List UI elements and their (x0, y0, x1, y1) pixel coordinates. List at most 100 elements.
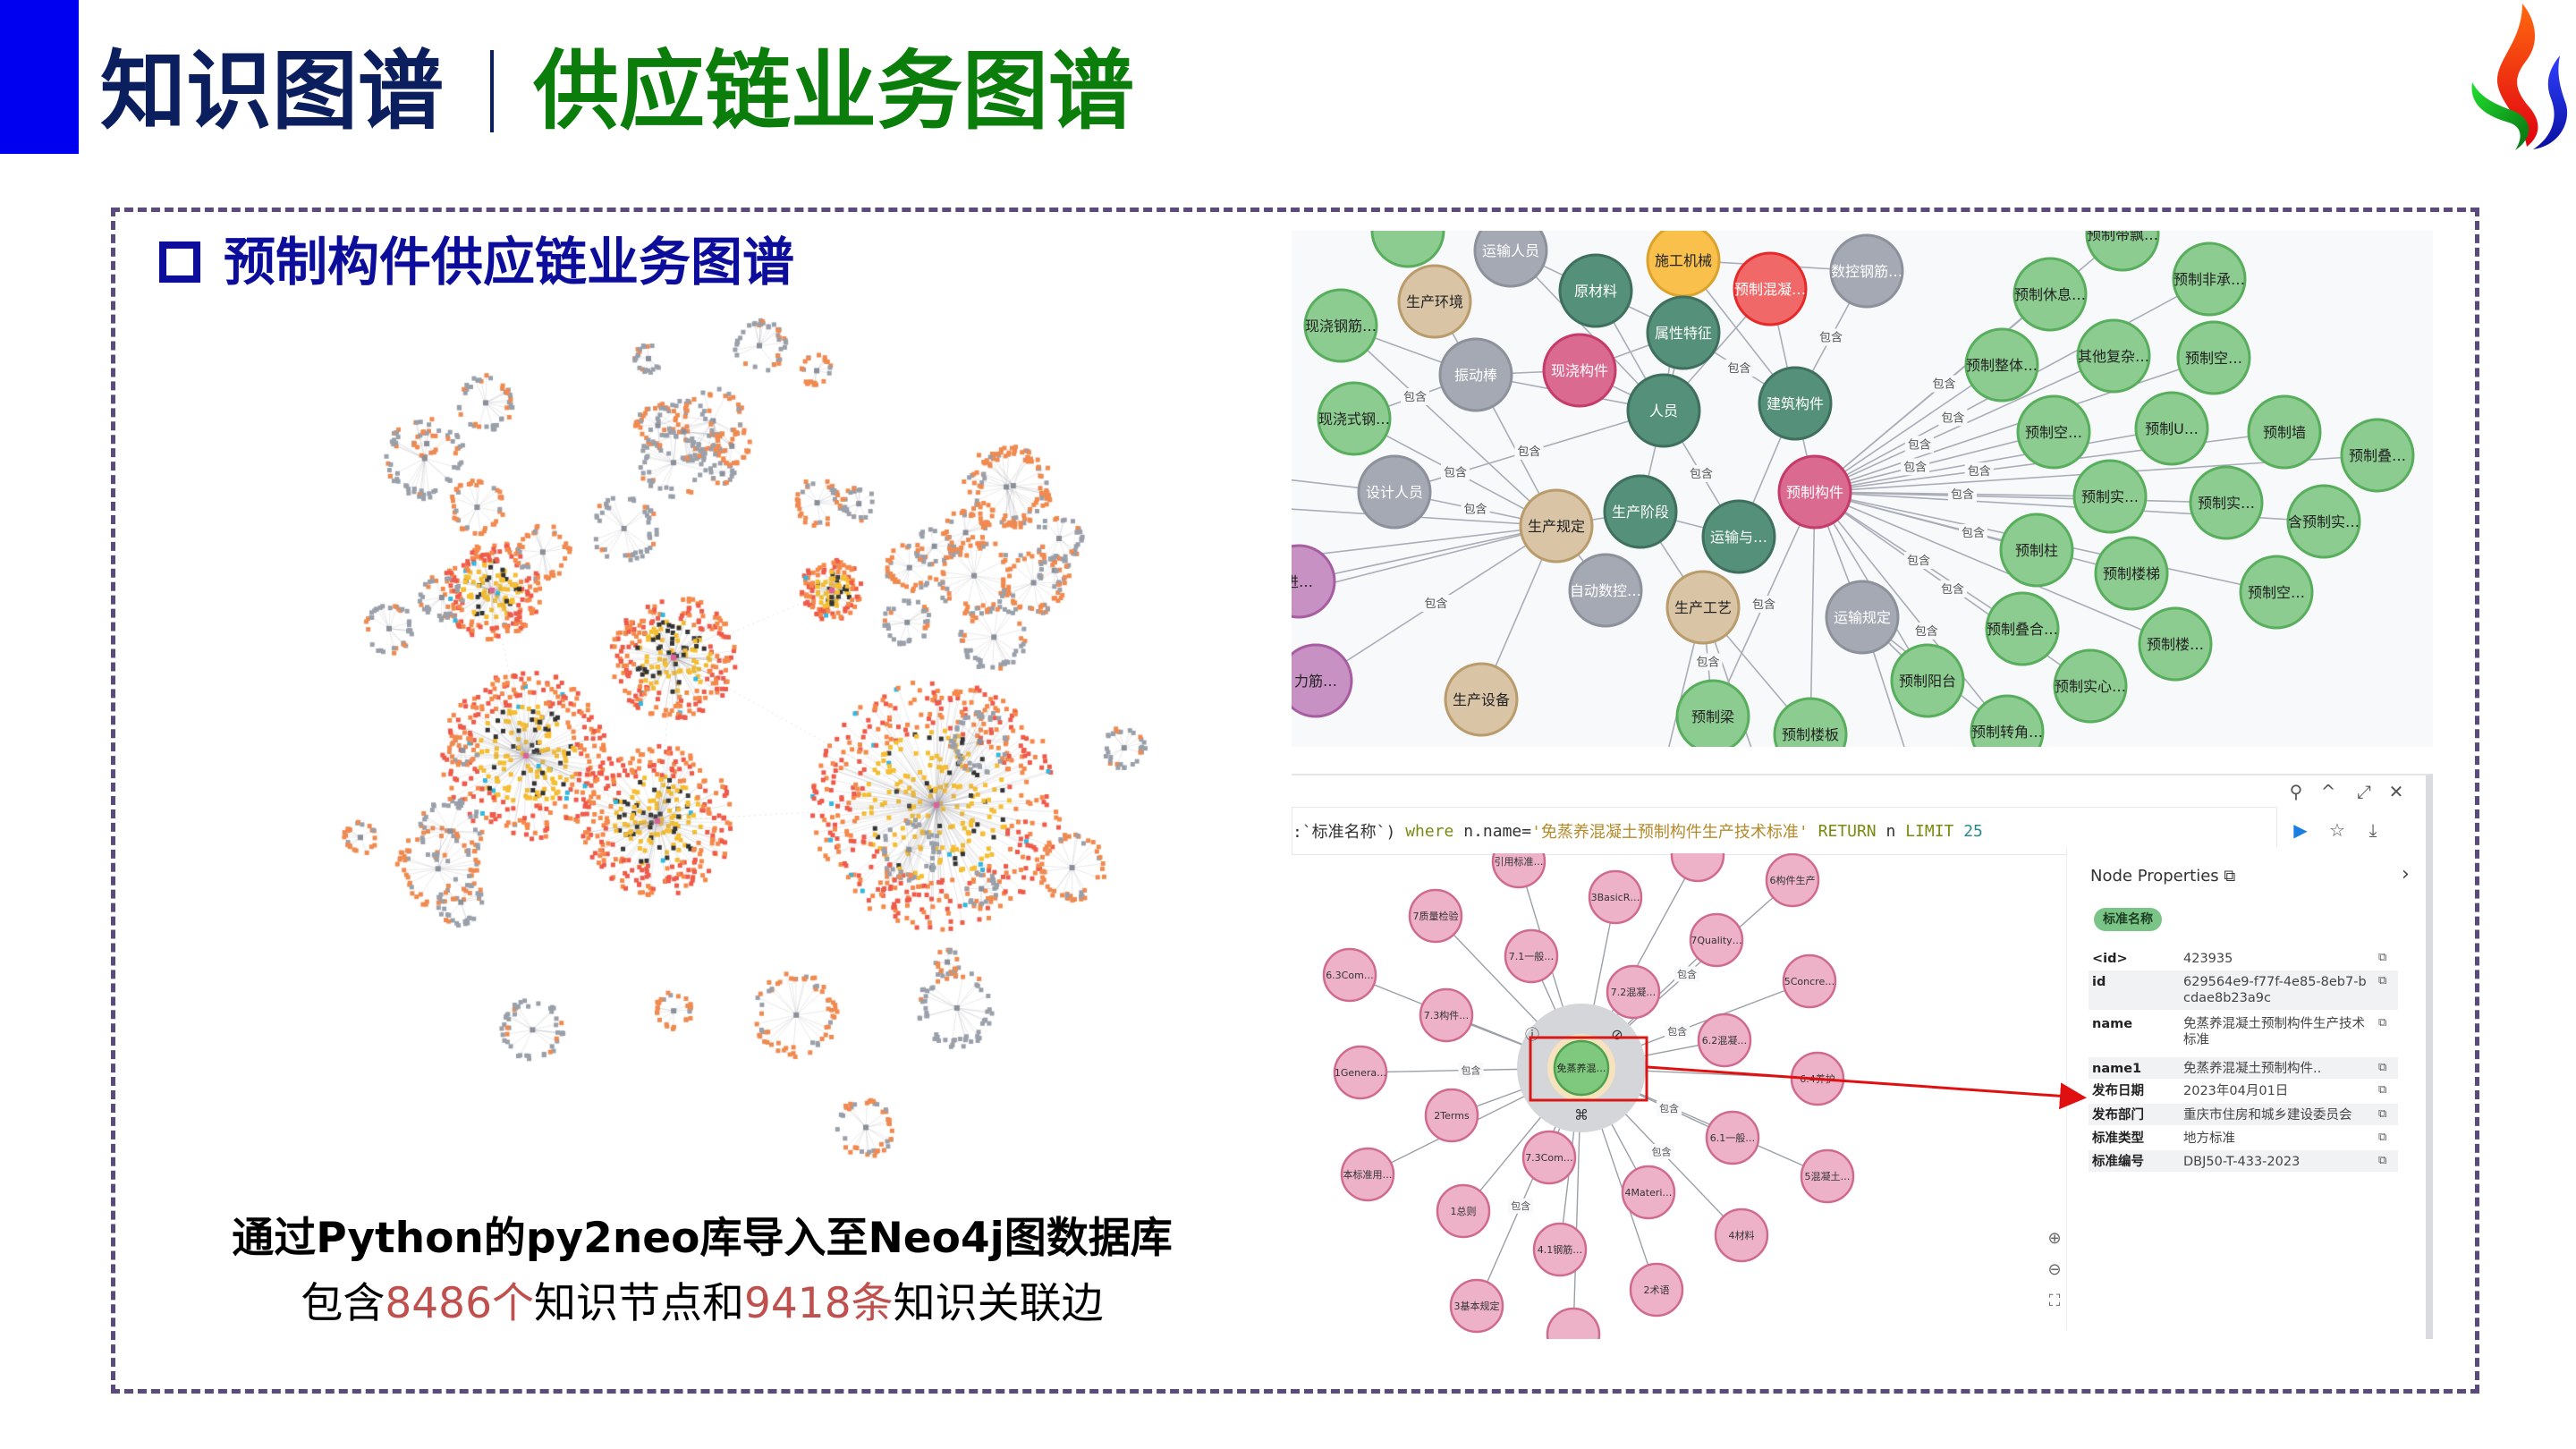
graph-node[interactable]: 含预制实… (2286, 484, 2361, 559)
graph-node-circle[interactable] (1303, 288, 1378, 363)
graph-node[interactable]: 运输与… (1701, 499, 1776, 574)
graph-node-circle[interactable] (1408, 888, 1463, 944)
supply-chain-graph[interactable]: 运输人员施工机械原材料预制混凝…数控钢筋…生产环境现浇钢筋…属性特征振动棒现浇构… (1292, 231, 2433, 747)
graph-node-circle[interactable] (2094, 536, 2169, 611)
copy-icon[interactable]: ⧉ (2378, 951, 2387, 964)
graph-node-circle[interactable] (1419, 987, 1474, 1043)
graph-node[interactable]: 人员 (1626, 373, 1701, 448)
copy-icon[interactable]: ⧉ (2224, 867, 2236, 886)
graph-node[interactable]: 预制非承… (2172, 242, 2247, 317)
graph-node[interactable]: 预制叠… (2340, 418, 2415, 493)
graph-node-circle[interactable] (1438, 337, 1513, 412)
graph-node-circle[interactable] (1519, 488, 1594, 564)
graph-node-circle[interactable] (1758, 366, 1833, 441)
graph-node-circle[interactable] (1473, 231, 1548, 288)
graph-node-circle[interactable] (1985, 591, 2060, 666)
lock-icon[interactable]: ⊘ (1611, 1026, 1623, 1043)
graph-node-circle[interactable] (1322, 947, 1377, 1003)
graph-node[interactable]: 建筑构件 (1758, 366, 1833, 441)
graph-node[interactable]: 引用标准… (1491, 853, 1546, 889)
graph-node[interactable]: 运输规定 (1825, 580, 1900, 655)
graph-node-circle[interactable] (1424, 1088, 1479, 1143)
graph-node[interactable]: 6.4养护 (1790, 1051, 1845, 1106)
graph-node-circle[interactable] (1705, 1110, 1760, 1165)
graph-node[interactable]: 7.2混凝… (1606, 964, 1661, 1020)
supply-chain-graph-panel[interactable]: 运输人员施工机械原材料预制混凝…数控钢筋…生产环境现浇钢筋…属性特征振动棒现浇构… (1292, 231, 2433, 747)
pin-icon[interactable]: ⚲ (2289, 781, 2303, 802)
graph-node[interactable]: 自动数控… (1568, 553, 1643, 628)
copy-icon[interactable]: ⧉ (2378, 1131, 2387, 1144)
fit-view-icon[interactable]: ⛶ (2048, 1292, 2061, 1310)
graph-node[interactable]: 预制柱 (1999, 513, 2074, 588)
graph-node-circle[interactable] (2138, 606, 2213, 682)
graph-node-circle[interactable] (1646, 295, 1721, 370)
graph-node-circle[interactable] (1714, 1208, 1769, 1263)
graph-node-circle[interactable] (2012, 257, 2088, 332)
graph-node[interactable]: 预制楼板 (1773, 697, 1848, 747)
graph-node[interactable]: 属性特征 (1646, 295, 1721, 370)
cypher-query-input[interactable]: :`标准名称`) where n.name='免蒸养混凝土预制构件生产技术标准'… (1292, 807, 2277, 855)
graph-node-circle[interactable] (2239, 555, 2314, 630)
copy-icon[interactable]: ⧉ (2378, 1154, 2387, 1167)
graph-node-circle[interactable] (1542, 333, 1617, 408)
graph-node-circle[interactable] (1546, 1307, 1601, 1339)
graph-node[interactable]: 预制带飘… (2085, 231, 2160, 272)
graph-node-circle[interactable] (1292, 643, 1353, 718)
zoom-out-icon[interactable]: ⊖ (2047, 1260, 2062, 1279)
copy-icon[interactable]: ⧉ (2378, 1083, 2387, 1097)
graph-node-circle[interactable] (1665, 570, 1741, 645)
graph-node-circle[interactable] (1970, 694, 2045, 747)
graph-node-circle[interactable] (1504, 928, 1559, 984)
graph-node-circle[interactable] (1436, 1183, 1491, 1239)
graph-node-circle[interactable] (1444, 662, 1519, 737)
graph-node[interactable]: 3基本规定 (1449, 1278, 1504, 1334)
graph-node[interactable]: 设计人员 (1357, 454, 1432, 530)
graph-node-circle[interactable] (2085, 231, 2160, 272)
graph-node[interactable] (1670, 853, 1725, 883)
graph-node-circle[interactable] (2076, 318, 2151, 394)
graph-node-circle[interactable] (1333, 1045, 1388, 1100)
graph-node[interactable]: 生产工艺 (1665, 570, 1741, 645)
copy-icon[interactable]: ⧉ (2378, 1107, 2387, 1121)
run-icon[interactable]: ▶ (2293, 819, 2308, 841)
graph-node-circle[interactable] (2340, 418, 2415, 493)
graph-node[interactable]: 现浇构件 (1542, 333, 1617, 408)
graph-node-circle[interactable] (1670, 853, 1725, 883)
graph-node[interactable]: 预制空… (2176, 320, 2251, 395)
graph-node[interactable]: 4.1钢筋… (1532, 1222, 1588, 1277)
graph-node[interactable]: 4材料 (1714, 1208, 1769, 1263)
graph-node[interactable]: 预制转角… (1970, 694, 2045, 747)
graph-node[interactable]: 预制实心… (2053, 648, 2128, 724)
graph-node[interactable]: 预制空… (2239, 555, 2314, 630)
graph-node[interactable]: 现浇式钢… (1317, 381, 1392, 456)
graph-node[interactable]: 6.2混凝… (1697, 1013, 1752, 1068)
graph-node[interactable]: 生产规定 (1519, 488, 1594, 564)
graph-node-circle[interactable] (1521, 1130, 1577, 1185)
graph-node[interactable]: 预制实… (2072, 459, 2148, 534)
graph-node[interactable]: 预制空… (2016, 394, 2091, 470)
graph-node[interactable]: 预制混凝… (1733, 251, 1808, 326)
graph-node-circle[interactable] (1777, 454, 1852, 530)
graph-node-circle[interactable] (1491, 853, 1546, 889)
graph-node-circle[interactable] (2072, 459, 2148, 534)
graph-node[interactable] (1370, 231, 1445, 268)
graph-node-circle[interactable] (1890, 643, 1965, 718)
download-icon[interactable]: ⤓ (2368, 819, 2377, 841)
chevron-right-icon[interactable]: › (2402, 863, 2410, 886)
graph-node-circle[interactable] (1397, 264, 1472, 339)
graph-node[interactable]: 力筋… (1292, 643, 1353, 718)
graph-node-circle[interactable] (1829, 233, 1904, 309)
graph-node[interactable]: 预制楼… (2138, 606, 2213, 682)
graph-node[interactable]: 预制楼梯 (2094, 536, 2169, 611)
graph-node-circle[interactable] (1626, 373, 1701, 448)
graph-node[interactable]: 1总则 (1436, 1183, 1491, 1239)
standard-graph[interactable]: 免蒸养混…ⓘ⊘⌘引用标准…3BasicR…6构件生产7质量检验7.1一般…7Qu… (1292, 853, 2066, 1339)
graph-node[interactable]: 运输人员 (1473, 231, 1548, 288)
graph-node-circle[interactable] (1733, 251, 1808, 326)
zoom-in-icon[interactable]: ⊕ (2047, 1229, 2062, 1248)
graph-node[interactable]: 3BasicR… (1588, 869, 1643, 925)
graph-node-circle[interactable] (1765, 853, 1820, 908)
graph-node-circle[interactable] (1800, 1148, 1855, 1204)
graph-node-circle[interactable] (2189, 465, 2264, 540)
graph-node[interactable]: 7.3Com… (1521, 1130, 1577, 1185)
